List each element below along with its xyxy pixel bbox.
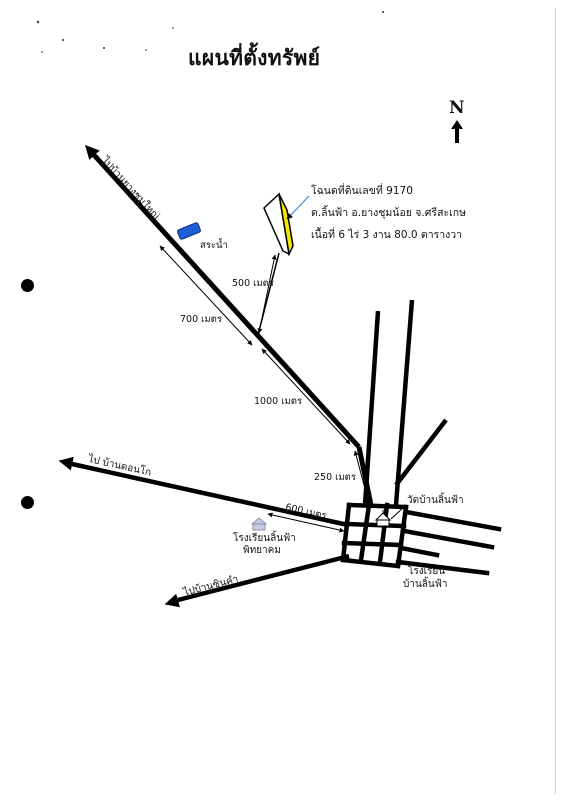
school-right-label-2: บ้านลิ้นฟ้า	[403, 579, 448, 590]
pond-label: สระน้ำ	[200, 240, 228, 251]
deed-location: ต.ลิ้นฟ้า อ.ยางชุมน้อย จ.ศรีสะเกษ	[311, 207, 466, 219]
page-edge	[10, 8, 556, 794]
dim-600	[267, 512, 345, 533]
land-parcel	[263, 192, 310, 257]
temple-label: วัดบ้านลิ้นฟ้า	[407, 495, 464, 506]
distance-1000: 1000 เมตร	[254, 396, 302, 407]
deed-area: เนื้อที่ 6 ไร่ 3 งาน 80.0 ตารางวา	[311, 229, 463, 241]
parcel-pointer	[286, 195, 310, 220]
temple-icon	[374, 510, 392, 527]
school-left-label-2: พิทยาคม	[243, 545, 281, 556]
road-ban-sin-kham	[177, 553, 350, 603]
road-yang-chum-yai-arrow	[85, 144, 100, 161]
road-ban-don-ko-arrow	[58, 456, 75, 471]
distance-500: 500 เมตร	[232, 278, 274, 289]
punch-hole-top	[21, 279, 34, 292]
village-road-grid	[340, 502, 502, 576]
school-icon-left	[250, 517, 268, 531]
school-right-label-1: โรงเรียน	[408, 566, 446, 577]
pond	[177, 222, 201, 240]
deed-number: โฉนดที่ดินเลขที่ 9170	[311, 185, 413, 197]
parcel-highlight	[278, 193, 294, 257]
punch-hole-bottom	[21, 496, 34, 509]
school-left-label-1: โรงเรียนลิ้นฟ้า	[233, 533, 296, 544]
distance-250: 250 เมตร	[314, 472, 356, 483]
north-arrow	[451, 120, 463, 143]
page-title: แผนที่ตั้งทรัพย์	[188, 46, 321, 70]
scan-specks	[36, 11, 384, 53]
road-ban-sin-kham-arrow	[164, 593, 181, 608]
temple-pointer	[390, 506, 405, 520]
village-north-roads	[362, 299, 448, 506]
distance-700: 700 เมตร	[180, 314, 222, 325]
north-label: N	[449, 98, 465, 118]
deed-info: โฉนดที่ดินเลขที่ 9170 ต.ลิ้นฟ้า อ.ยางชุม…	[311, 180, 466, 246]
